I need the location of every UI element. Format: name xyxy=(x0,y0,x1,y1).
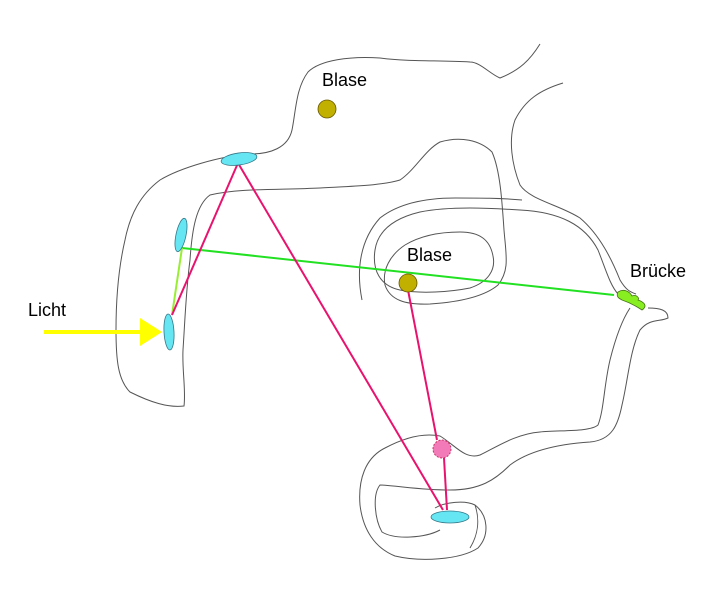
beam-magenta-4 xyxy=(443,457,448,511)
mirror-left-upper xyxy=(174,217,188,253)
bubble-top-label: Blase xyxy=(322,70,368,90)
cave-wall-lower-right xyxy=(374,307,669,538)
cave-wall-upper-outer xyxy=(115,43,541,407)
light-beams xyxy=(171,162,615,511)
bubble-top xyxy=(317,99,337,119)
cave-wall-lower-inner-bottom xyxy=(469,504,479,549)
mirror-bottom xyxy=(430,510,470,524)
cave-wall-lower-inner xyxy=(359,307,631,560)
beam-magenta-3 xyxy=(407,289,438,441)
cave-wall-right-passage xyxy=(510,82,637,295)
bridge-label: Brücke xyxy=(630,261,687,281)
pink-target xyxy=(432,439,452,459)
beam-green xyxy=(181,247,615,296)
mirror-left-lower xyxy=(163,313,175,351)
bridge-shape xyxy=(616,289,646,311)
light-arrow-icon xyxy=(44,318,162,346)
mirrors xyxy=(163,152,470,524)
beam-magenta-1 xyxy=(171,162,239,316)
beam-lightgreen xyxy=(171,247,183,316)
cave-walls xyxy=(115,43,669,560)
bubble-middle xyxy=(398,273,418,293)
light-label: Licht xyxy=(28,300,67,320)
beam-magenta-2 xyxy=(237,162,444,511)
mirror-top xyxy=(220,152,258,166)
cave-wall-middle-loop xyxy=(373,207,619,295)
cave-wall-middle-outer xyxy=(358,197,523,301)
bubble-middle-label: Blase xyxy=(407,245,453,265)
